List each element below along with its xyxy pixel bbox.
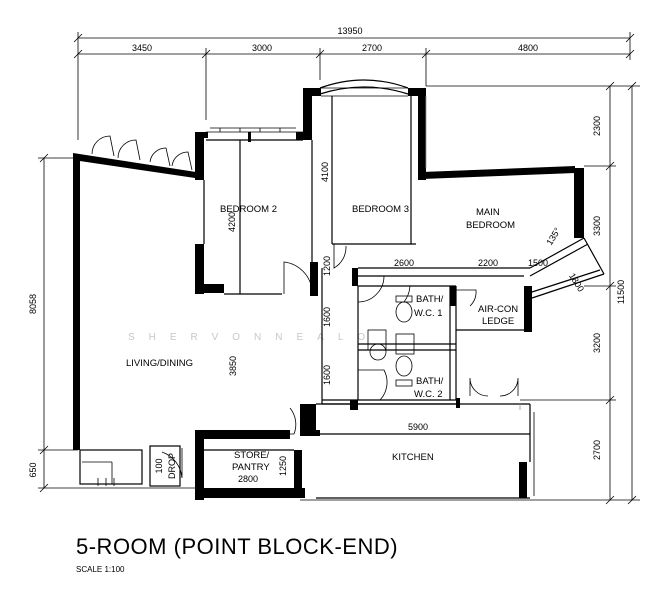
dim-bed3-4100: 4100 <box>320 162 330 182</box>
dim-right-2300: 2300 <box>592 116 602 136</box>
label-living-dining: LIVING/DINING <box>126 358 193 369</box>
dim-corridor-1500: 1500 <box>528 258 548 268</box>
dim-store-2800: 2800 <box>238 474 258 484</box>
label-bedroom-3: BEDROOM 3 <box>352 204 409 215</box>
dim-right-2700: 2700 <box>592 440 602 460</box>
dim-bed2-4200: 4200 <box>227 212 237 232</box>
label-bedroom-2: BEDROOM 2 <box>220 204 277 215</box>
label-store-2: PANTRY <box>232 462 270 473</box>
label-aircon-2: LEDGE <box>482 316 514 327</box>
label-aircon-1: AIR-CON <box>478 304 518 315</box>
dim-top-3000: 3000 <box>252 43 272 53</box>
watermark: SHERVONNEALO <box>128 332 379 343</box>
label-main-bedroom-2: BEDROOM <box>466 220 515 231</box>
dim-corridor-2600: 2600 <box>394 258 414 268</box>
dim-living-3850: 3850 <box>228 356 238 376</box>
dim-bath-1600-a: 1600 <box>322 307 332 327</box>
label-main-bedroom-1: MAIN <box>476 207 500 218</box>
dim-top-2700: 2700 <box>362 43 382 53</box>
label-bath-2-b: W.C. 2 <box>414 389 443 400</box>
sanitary-fixtures <box>367 295 415 387</box>
ledges <box>425 96 521 410</box>
plan-title: 5-ROOM (POINT BLOCK-END) <box>76 534 398 559</box>
dim-bath-1600-b: 1600 <box>322 365 332 385</box>
interior-lines <box>79 87 605 499</box>
dim-corridor-1200: 1200 <box>322 256 332 276</box>
dim-corridor-2200: 2200 <box>478 258 498 268</box>
label-bath-1-b: W.C. 1 <box>414 308 443 319</box>
dim-left-8058: 8058 <box>28 294 38 314</box>
label-refuse-100: 100 <box>154 458 164 473</box>
dim-right-3200: 3200 <box>592 333 602 353</box>
label-bath-2-a: BATH/ <box>416 376 444 387</box>
dim-angle-135: 135° <box>544 226 563 247</box>
plan-scale: SCALE 1:100 <box>76 565 125 574</box>
dim-diagonal-1800: 1800 <box>567 271 586 293</box>
label-refuse-drop: DROP <box>167 453 177 479</box>
dim-top-4800: 4800 <box>518 43 538 53</box>
dim-left-650: 650 <box>28 462 38 477</box>
walls <box>73 88 584 500</box>
dim-right-3300: 3300 <box>592 216 602 236</box>
dim-right-11500: 11500 <box>616 280 626 304</box>
left-dimension-lines <box>38 153 200 493</box>
dim-overall-width: 13950 <box>337 26 362 36</box>
label-bath-1-a: BATH/ <box>416 294 444 305</box>
top-dimension-lines <box>73 32 635 140</box>
dim-kitchen-5900: 5900 <box>408 422 428 432</box>
bay-windows <box>210 79 409 132</box>
dim-top-3450: 3450 <box>132 43 152 53</box>
label-kitchen: KITCHEN <box>392 452 434 463</box>
right-dimension-lines <box>300 81 640 505</box>
dim-store-1250: 1250 <box>278 456 288 476</box>
label-store-1: STORE/ <box>234 450 270 461</box>
door-swings <box>91 135 519 479</box>
